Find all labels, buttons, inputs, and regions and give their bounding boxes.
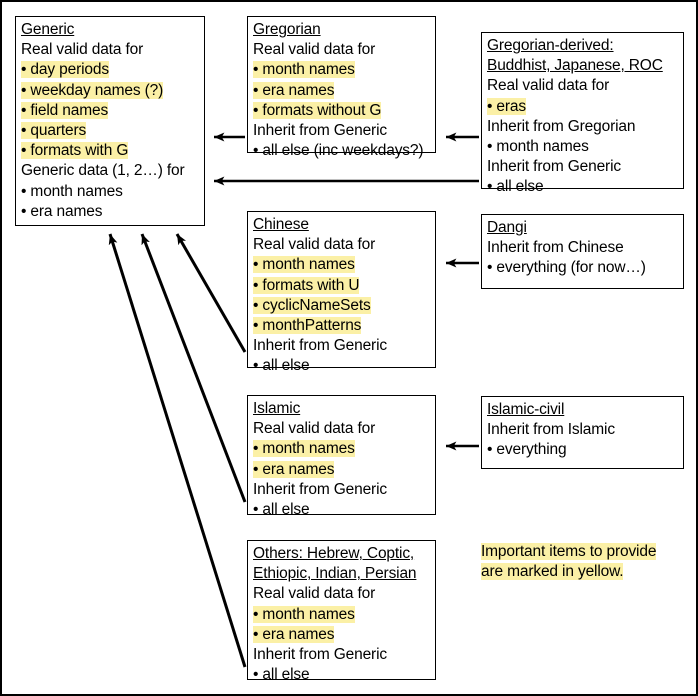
box-gregorian[interactable]: Gregorian Real valid data for • month na… xyxy=(247,16,436,159)
box-chinese-line: • all else xyxy=(253,357,310,375)
box-islamic-civil-title: Islamic-civil xyxy=(487,401,565,418)
box-gregorian-derived-line: • all else xyxy=(487,178,544,196)
box-generic-line: • formats with G xyxy=(21,142,129,160)
box-others-title: Others: Hebrew, Coptic, xyxy=(253,545,415,562)
box-others-line: Real valid data for xyxy=(253,585,376,603)
box-gregorian-derived[interactable]: Gregorian-derived: Buddhist, Japanese, R… xyxy=(481,32,684,195)
box-chinese-line: Real valid data for xyxy=(253,236,376,254)
legend-note-line-1: Important items to provide xyxy=(481,543,657,560)
box-others-line: Inherit from Generic xyxy=(253,646,387,664)
box-gregorian-line: Inherit from Generic xyxy=(253,122,387,140)
legend-note-line-2: are marked in yellow. xyxy=(481,563,624,581)
arrow-chinese-to-generic xyxy=(175,233,247,353)
box-chinese-line: Inherit from Generic xyxy=(253,337,387,355)
arrow-islamic-to-generic xyxy=(140,233,247,503)
box-chinese[interactable]: Chinese Real valid data for • month name… xyxy=(247,211,436,374)
box-gregorian-derived-title-2: Buddhist, Japanese, ROC xyxy=(487,57,663,75)
box-generic-line: • day periods xyxy=(21,61,109,79)
box-gregorian-derived-line: • month names xyxy=(487,138,589,156)
box-gregorian-derived-title: Gregorian-derived: xyxy=(487,37,614,54)
box-islamic-line: Inherit from Generic xyxy=(253,480,387,498)
box-others-line: • all else xyxy=(253,666,310,684)
box-islamic[interactable]: Islamic Real valid data for • month name… xyxy=(247,395,436,518)
box-generic-line: • field names xyxy=(21,101,109,119)
box-generic-line: Real valid data for xyxy=(21,41,144,59)
box-generic-line: • era names xyxy=(21,202,103,220)
box-gregorian-title: Gregorian xyxy=(253,21,321,38)
box-islamic-title: Islamic xyxy=(253,400,301,417)
box-islamic-civil[interactable]: Islamic-civil Inherit from Islamic • eve… xyxy=(481,396,684,469)
box-generic-line: Generic data (1, 2…) for xyxy=(21,162,185,180)
box-others[interactable]: Others: Hebrew, Coptic, Ethiopic, Indian… xyxy=(247,540,436,683)
box-dangi-line: Inherit from Chinese xyxy=(487,239,624,257)
box-generic-line: • month names xyxy=(21,182,123,200)
box-generic-line: • weekday names (?) xyxy=(21,81,164,99)
box-generic[interactable]: Generic Real valid data for • day period… xyxy=(15,16,205,226)
box-generic-line: • quarters xyxy=(21,122,87,140)
box-islamic-line: • era names xyxy=(253,460,335,478)
legend-note: Important items to provide are marked in… xyxy=(481,542,691,582)
box-dangi-line: • everything (for now…) xyxy=(487,259,646,277)
box-chinese-line: • month names xyxy=(253,256,355,274)
box-islamic-line: • month names xyxy=(253,440,355,458)
box-gregorian-derived-line: Real valid data for xyxy=(487,77,610,95)
box-islamic-line: • all else xyxy=(253,501,310,519)
box-gregorian-derived-line: Inherit from Generic xyxy=(487,158,621,176)
box-dangi-title: Dangi xyxy=(487,219,527,236)
arrow-others-to-generic xyxy=(108,233,247,668)
box-islamic-civil-line: • everything xyxy=(487,441,567,459)
box-chinese-line: • monthPatterns xyxy=(253,317,362,335)
box-others-line: • era names xyxy=(253,625,335,643)
box-chinese-line: • cyclicNameSets xyxy=(253,296,371,314)
box-gregorian-line: Real valid data for xyxy=(253,41,376,59)
box-gregorian-derived-line: • eras xyxy=(487,97,526,115)
box-others-line: • month names xyxy=(253,605,355,623)
box-gregorian-derived-line: Inherit from Gregorian xyxy=(487,117,636,135)
box-chinese-title: Chinese xyxy=(253,216,309,233)
box-others-title-2: Ethiopic, Indian, Persian xyxy=(253,565,417,583)
box-gregorian-line: • era names xyxy=(253,81,335,99)
box-islamic-line: Real valid data for xyxy=(253,420,376,438)
box-gregorian-line: • month names xyxy=(253,61,355,79)
box-dangi[interactable]: Dangi Inherit from Chinese • everything … xyxy=(481,214,684,289)
box-gregorian-line: • all else (inc weekdays?) xyxy=(253,142,424,160)
box-generic-title: Generic xyxy=(21,21,75,38)
box-gregorian-line: • formats without G xyxy=(253,101,382,119)
box-islamic-civil-line: Inherit from Islamic xyxy=(487,421,615,439)
box-chinese-line: • formats with U xyxy=(253,276,360,294)
